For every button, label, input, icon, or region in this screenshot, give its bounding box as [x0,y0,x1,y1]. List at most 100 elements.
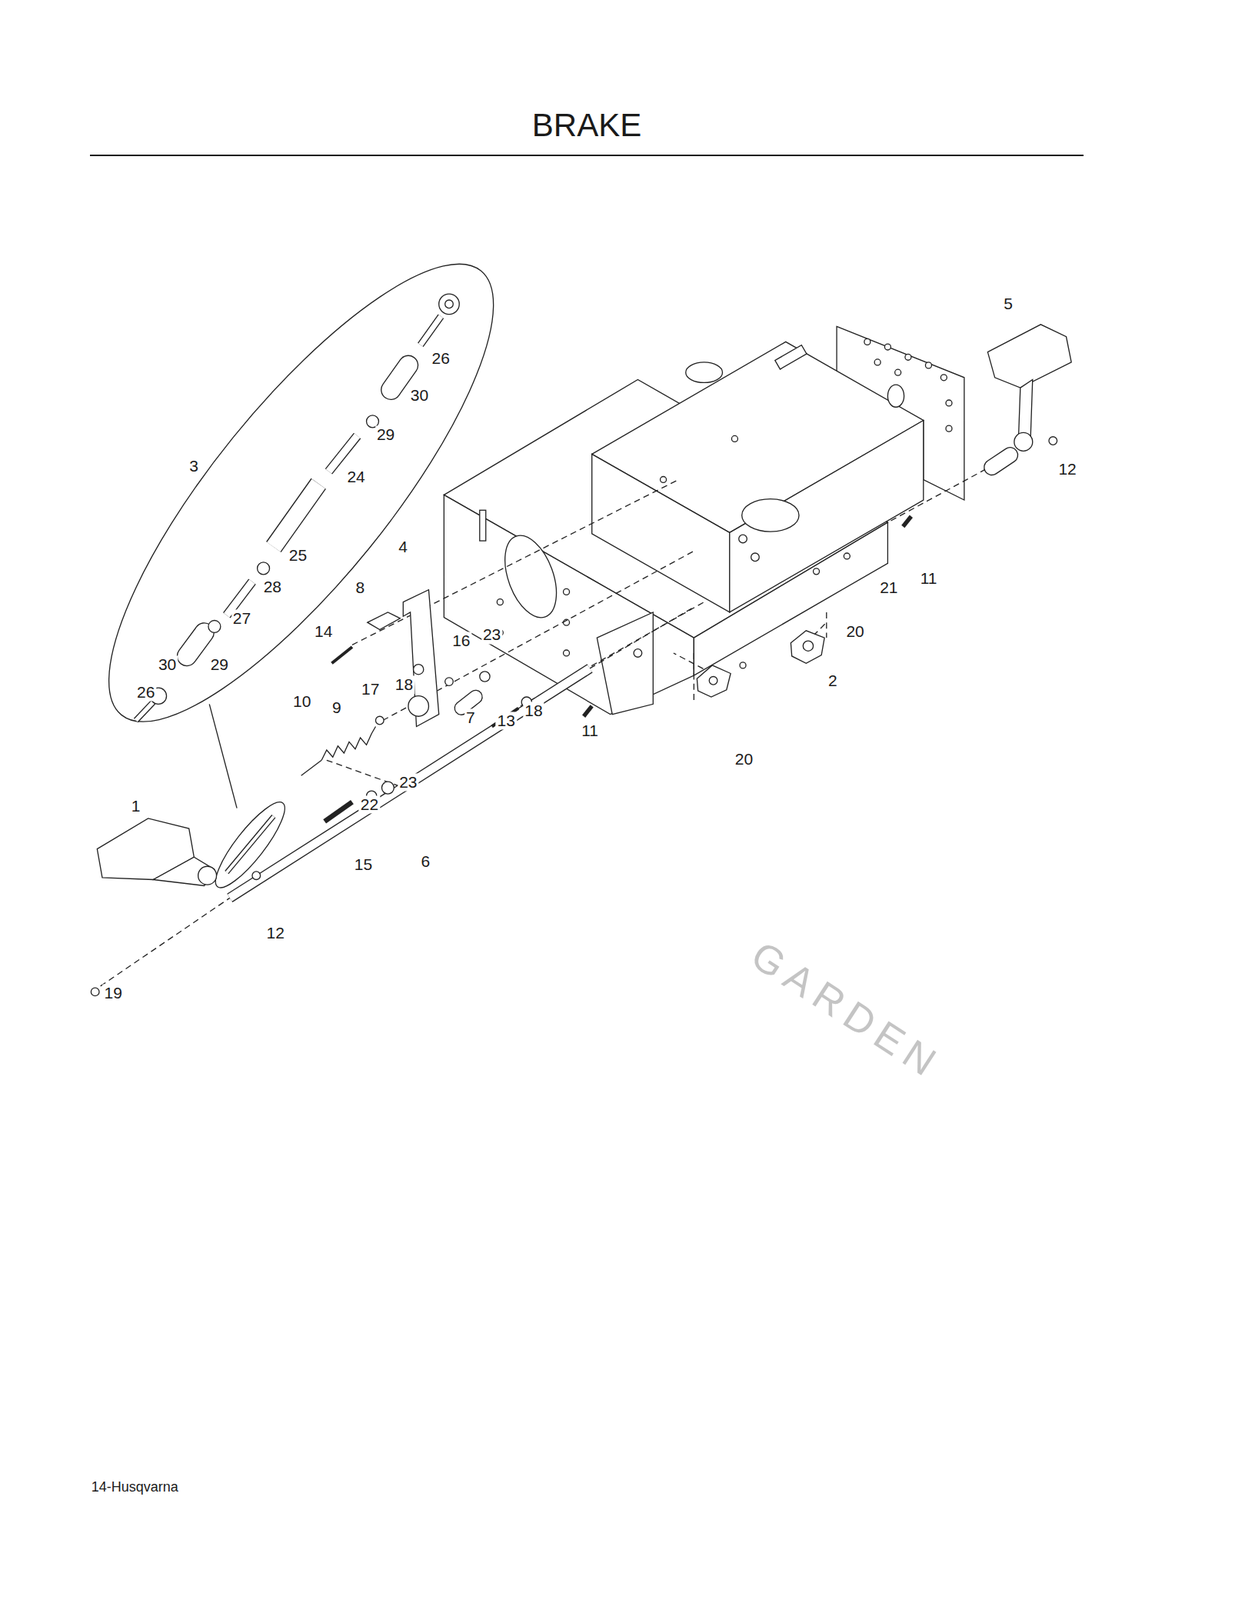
illustration-line [945,425,953,432]
illustration-line [90,987,100,996]
illustration-line [775,345,807,370]
callout-number: 7 [464,708,477,726]
rod-assembly [53,215,550,896]
illustration-line [709,675,718,685]
callout-number: 11 [579,722,600,740]
illustration-line [445,299,454,309]
illustration-line [273,483,319,547]
illustration-line [992,455,1011,468]
illustration-line [751,552,760,562]
illustration-line [331,646,353,663]
callout-number: 22 [359,795,380,813]
illustration-line [420,316,442,345]
callout-number: 17 [359,679,381,698]
illustration-line [874,359,881,366]
illustration-line [729,420,924,613]
illustration-line [887,384,904,407]
illustration-line [226,815,274,873]
illustration-line [208,620,221,633]
illustration-line [945,399,953,407]
illustration-line [257,562,270,575]
watermark-text: GARDEN [742,932,952,1089]
illustration-line [583,705,593,716]
callout-number: 12 [1056,460,1078,479]
illustration-line [790,630,825,663]
illustration-line [136,702,154,721]
illustration-line [802,640,813,651]
callout-number: 20 [844,622,866,641]
callout-number: 26 [135,682,157,701]
illustration-line [420,316,442,345]
callout-number: 3 [187,457,200,476]
illustration-line [252,871,261,880]
illustration-line [813,568,820,575]
illustration-line [589,606,694,669]
illustration-line [226,815,274,873]
illustration-line [895,369,902,376]
illustration-line [328,435,357,471]
illustration-line [92,897,230,992]
callout-number: 29 [375,426,397,444]
callout-number: 20 [733,750,755,769]
callout-number: 25 [287,545,309,564]
callout-number: 18 [522,701,544,720]
illustration-line [198,865,217,885]
illustration-line [479,671,490,682]
illustration-line [884,343,891,350]
callout-number: 18 [393,675,415,694]
callout-number: 29 [209,655,230,673]
callout-number: 30 [156,655,178,673]
callout-number: 16 [450,632,472,650]
illustration-line [390,365,409,390]
leader-lines [92,464,996,993]
illustration-line [439,293,460,315]
illustration-line [739,534,748,543]
illustration-line [321,725,376,760]
illustration-line [633,649,643,658]
illustration-line [461,696,477,709]
illustration-line [685,362,723,383]
illustration-line [596,612,653,715]
illustration-line [496,599,503,606]
illustration-line [229,668,590,898]
illustration-line [324,802,353,822]
illustration-line [229,668,590,898]
callout-number: 10 [291,692,313,710]
callout-number: 4 [396,538,410,556]
illustration-line [696,665,731,697]
illustration-line [563,649,570,656]
callout-number: 19 [103,984,124,1002]
illustration-line [1048,436,1058,446]
illustration-line [987,324,1072,388]
illustration-line [1014,432,1033,451]
callout-number: 21 [878,579,899,597]
illustration-line [660,476,667,483]
callout-number: 26 [430,349,452,367]
brake-lever-hardware [301,515,912,822]
frame [443,326,965,714]
callout-number: 30 [409,386,430,404]
page-title: BRAKE [530,107,643,144]
illustration-line [402,589,439,727]
illustration-line [479,509,487,541]
illustration-line [328,435,357,471]
illustration-line [273,483,319,547]
illustration-line [186,632,205,656]
callout-number: 27 [231,609,253,628]
illustration-line [925,362,932,369]
illustration-line [742,499,799,532]
illustration-line [693,652,695,704]
pedals-and-shaft [90,324,1072,996]
illustration-line [53,215,550,770]
callout-number: 11 [918,569,939,588]
callout-number: 1 [129,797,143,816]
illustration-line [905,353,912,360]
illustration-line [495,528,567,625]
callout-number: 14 [312,622,334,641]
illustration-line [301,759,323,776]
title-rule [89,154,1084,157]
illustration-line [445,677,454,686]
callout-number: 23 [481,625,503,644]
callout-number: 9 [330,698,343,716]
illustration-line [739,662,746,669]
